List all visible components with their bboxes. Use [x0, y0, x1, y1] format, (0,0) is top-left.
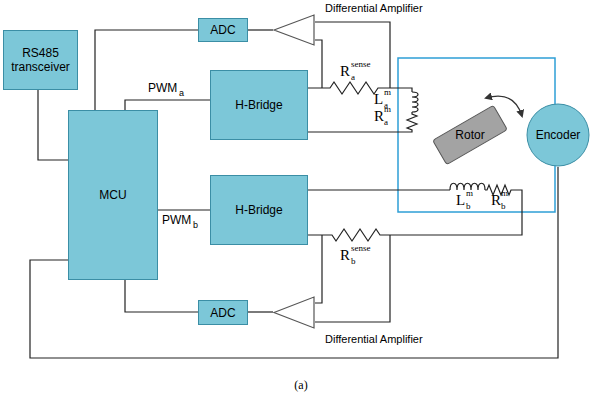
resistor-symbol	[308, 112, 417, 132]
component-symbol: L	[456, 193, 465, 208]
driver-box: H-Bridge	[210, 70, 308, 140]
superscript: sense	[351, 60, 371, 69]
adc-box: ADC	[198, 300, 248, 325]
interface-box: RS485 transceiver	[3, 30, 78, 90]
node-label: RS485 transceiver	[4, 46, 77, 74]
subscript: a	[384, 118, 388, 127]
signal-wire	[38, 90, 68, 160]
node-label: ADC	[210, 23, 235, 37]
superscript: m	[384, 88, 391, 97]
node-label: H-Bridge	[235, 98, 282, 112]
superscript: m	[384, 105, 391, 114]
signal-name: PWM	[148, 82, 177, 94]
component-symbol: R	[340, 64, 350, 79]
amplifier-triangle-outline	[273, 296, 315, 329]
adc-box: ADC	[198, 18, 248, 42]
subscript: b	[501, 202, 506, 211]
figure-caption: (a)	[294, 378, 307, 393]
signal-wire	[158, 209, 210, 210]
amplifier-triangle-outline	[273, 14, 315, 46]
node-label: MCU	[99, 188, 126, 202]
resistor-symbol	[308, 185, 522, 241]
resistor-symbol	[308, 82, 412, 94]
node-label: H-Bridge	[235, 203, 282, 217]
superscript: m	[466, 189, 473, 198]
inductor-symbol	[412, 92, 418, 112]
sense-wire	[315, 235, 322, 303]
amplifier-triangle: Differential Amplifier	[273, 296, 315, 329]
component-symbol: L	[374, 92, 383, 107]
phase-wire	[308, 189, 450, 190]
rotor-shape: Rotor	[430, 105, 510, 165]
signal-wire	[95, 30, 198, 110]
component-symbol: R	[340, 248, 350, 263]
amplifier-triangle: Differential Amplifier	[273, 14, 315, 46]
subscript: b	[466, 202, 471, 211]
subscript: a	[179, 89, 184, 98]
controller-box: MCU	[68, 110, 158, 280]
sense-wire	[315, 235, 390, 322]
node-label: ADC	[210, 306, 235, 320]
node-label: Rotor	[455, 128, 484, 142]
subscript: a	[351, 73, 355, 82]
node-label: Encoder	[536, 128, 581, 142]
signal-wire	[248, 311, 273, 312]
signal-wire	[125, 280, 198, 312]
sense-wire	[315, 22, 390, 88]
signal-name: PWM	[162, 214, 191, 226]
signal-wire	[248, 29, 273, 30]
subscript: b	[351, 257, 356, 266]
component-symbol: R	[491, 193, 501, 208]
superscript: m	[501, 189, 508, 198]
signal-wire	[125, 100, 210, 110]
component-symbol: R	[374, 109, 384, 124]
subscript: b	[193, 221, 198, 230]
encoder-circle: Encoder	[526, 103, 590, 167]
superscript: sense	[351, 244, 371, 253]
sense-wire	[315, 40, 322, 88]
amplifier-label: Differential Amplifier	[325, 333, 423, 345]
amplifier-label: Differential Amplifier	[325, 2, 423, 14]
driver-box: H-Bridge	[210, 175, 308, 245]
